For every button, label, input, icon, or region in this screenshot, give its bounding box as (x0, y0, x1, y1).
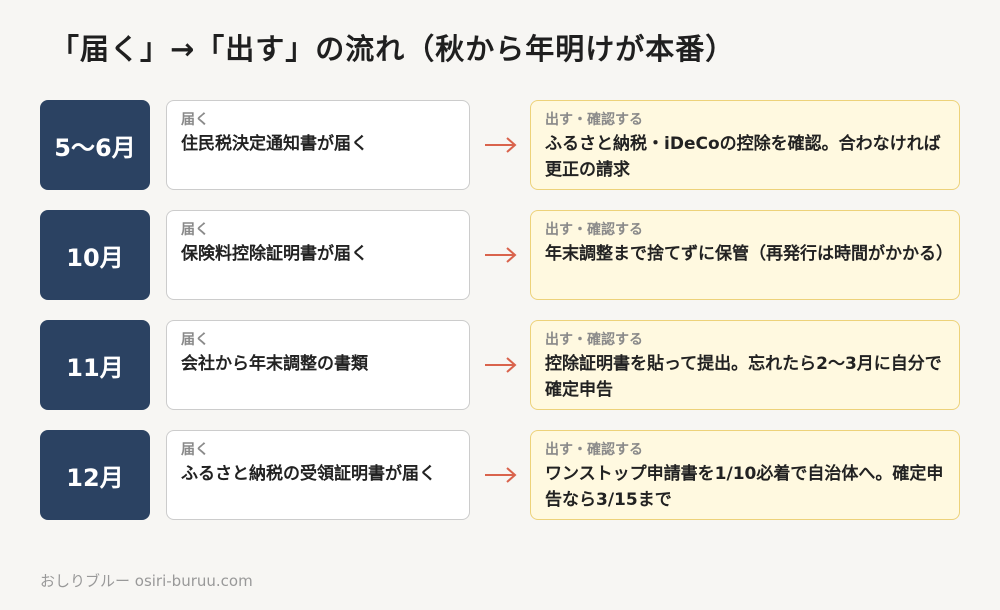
flow-row: 11月 届く 会社から年末調整の書類 出す・確認する 控除証明書を貼って提出。忘… (40, 320, 962, 410)
month-label: 11月 (40, 320, 150, 410)
flow-row: 10月 届く 保険料控除証明書が届く 出す・確認する 年末調整まで捨てずに保管（… (40, 210, 962, 300)
flow-row: 5〜6月 届く 住民税決定通知書が届く 出す・確認する ふるさと納税・iDeCo… (40, 100, 962, 190)
send-text: ワンストップ申請書を1/10必着で自治体へ。確定申告なら3/15まで (545, 464, 944, 510)
right-arrow-icon (485, 357, 517, 373)
receive-text: ふるさと納税の受領証明書が届く (181, 464, 436, 484)
month-label: 12月 (40, 430, 150, 520)
receive-box: 届く 会社から年末調整の書類 (166, 320, 470, 410)
send-text: 年末調整まで捨てずに保管（再発行は時間がかかる） (545, 244, 953, 264)
receive-tag: 届く (181, 112, 209, 128)
receive-tag: 届く (181, 332, 209, 348)
right-arrow-icon (485, 247, 517, 263)
send-box: 出す・確認する ふるさと納税・iDeCoの控除を確認。合わなければ更正の請求 (530, 100, 960, 190)
send-text: 控除証明書を貼って提出。忘れたら2〜3月に自分で確定申告 (545, 354, 942, 400)
receive-box: 届く ふるさと納税の受領証明書が届く (166, 430, 470, 520)
receive-text: 住民税決定通知書が届く (181, 134, 368, 154)
flow-row: 12月 届く ふるさと納税の受領証明書が届く 出す・確認する ワンストップ申請書… (40, 430, 962, 520)
receive-text: 保険料控除証明書が届く (181, 244, 368, 264)
send-tag: 出す・確認する (545, 222, 643, 238)
page-title: 「届く」→「出す」の流れ（秋から年明けが本番） (50, 32, 736, 66)
receive-box: 届く 住民税決定通知書が届く (166, 100, 470, 190)
month-label: 10月 (40, 210, 150, 300)
receive-tag: 届く (181, 442, 209, 458)
receive-text: 会社から年末調整の書類 (181, 354, 368, 374)
send-tag: 出す・確認する (545, 442, 643, 458)
send-box: 出す・確認する 控除証明書を貼って提出。忘れたら2〜3月に自分で確定申告 (530, 320, 960, 410)
flow-rows: 5〜6月 届く 住民税決定通知書が届く 出す・確認する ふるさと納税・iDeCo… (40, 100, 962, 540)
month-label: 5〜6月 (40, 100, 150, 190)
send-box: 出す・確認する 年末調整まで捨てずに保管（再発行は時間がかかる） (530, 210, 960, 300)
right-arrow-icon (485, 467, 517, 483)
send-box: 出す・確認する ワンストップ申請書を1/10必着で自治体へ。確定申告なら3/15… (530, 430, 960, 520)
right-arrow-icon (485, 137, 517, 153)
receive-box: 届く 保険料控除証明書が届く (166, 210, 470, 300)
send-tag: 出す・確認する (545, 332, 643, 348)
site-credit: おしりブルー osiri-buruu.com (40, 572, 253, 590)
send-text: ふるさと納税・iDeCoの控除を確認。合わなければ更正の請求 (545, 134, 941, 180)
receive-tag: 届く (181, 222, 209, 238)
send-tag: 出す・確認する (545, 112, 643, 128)
